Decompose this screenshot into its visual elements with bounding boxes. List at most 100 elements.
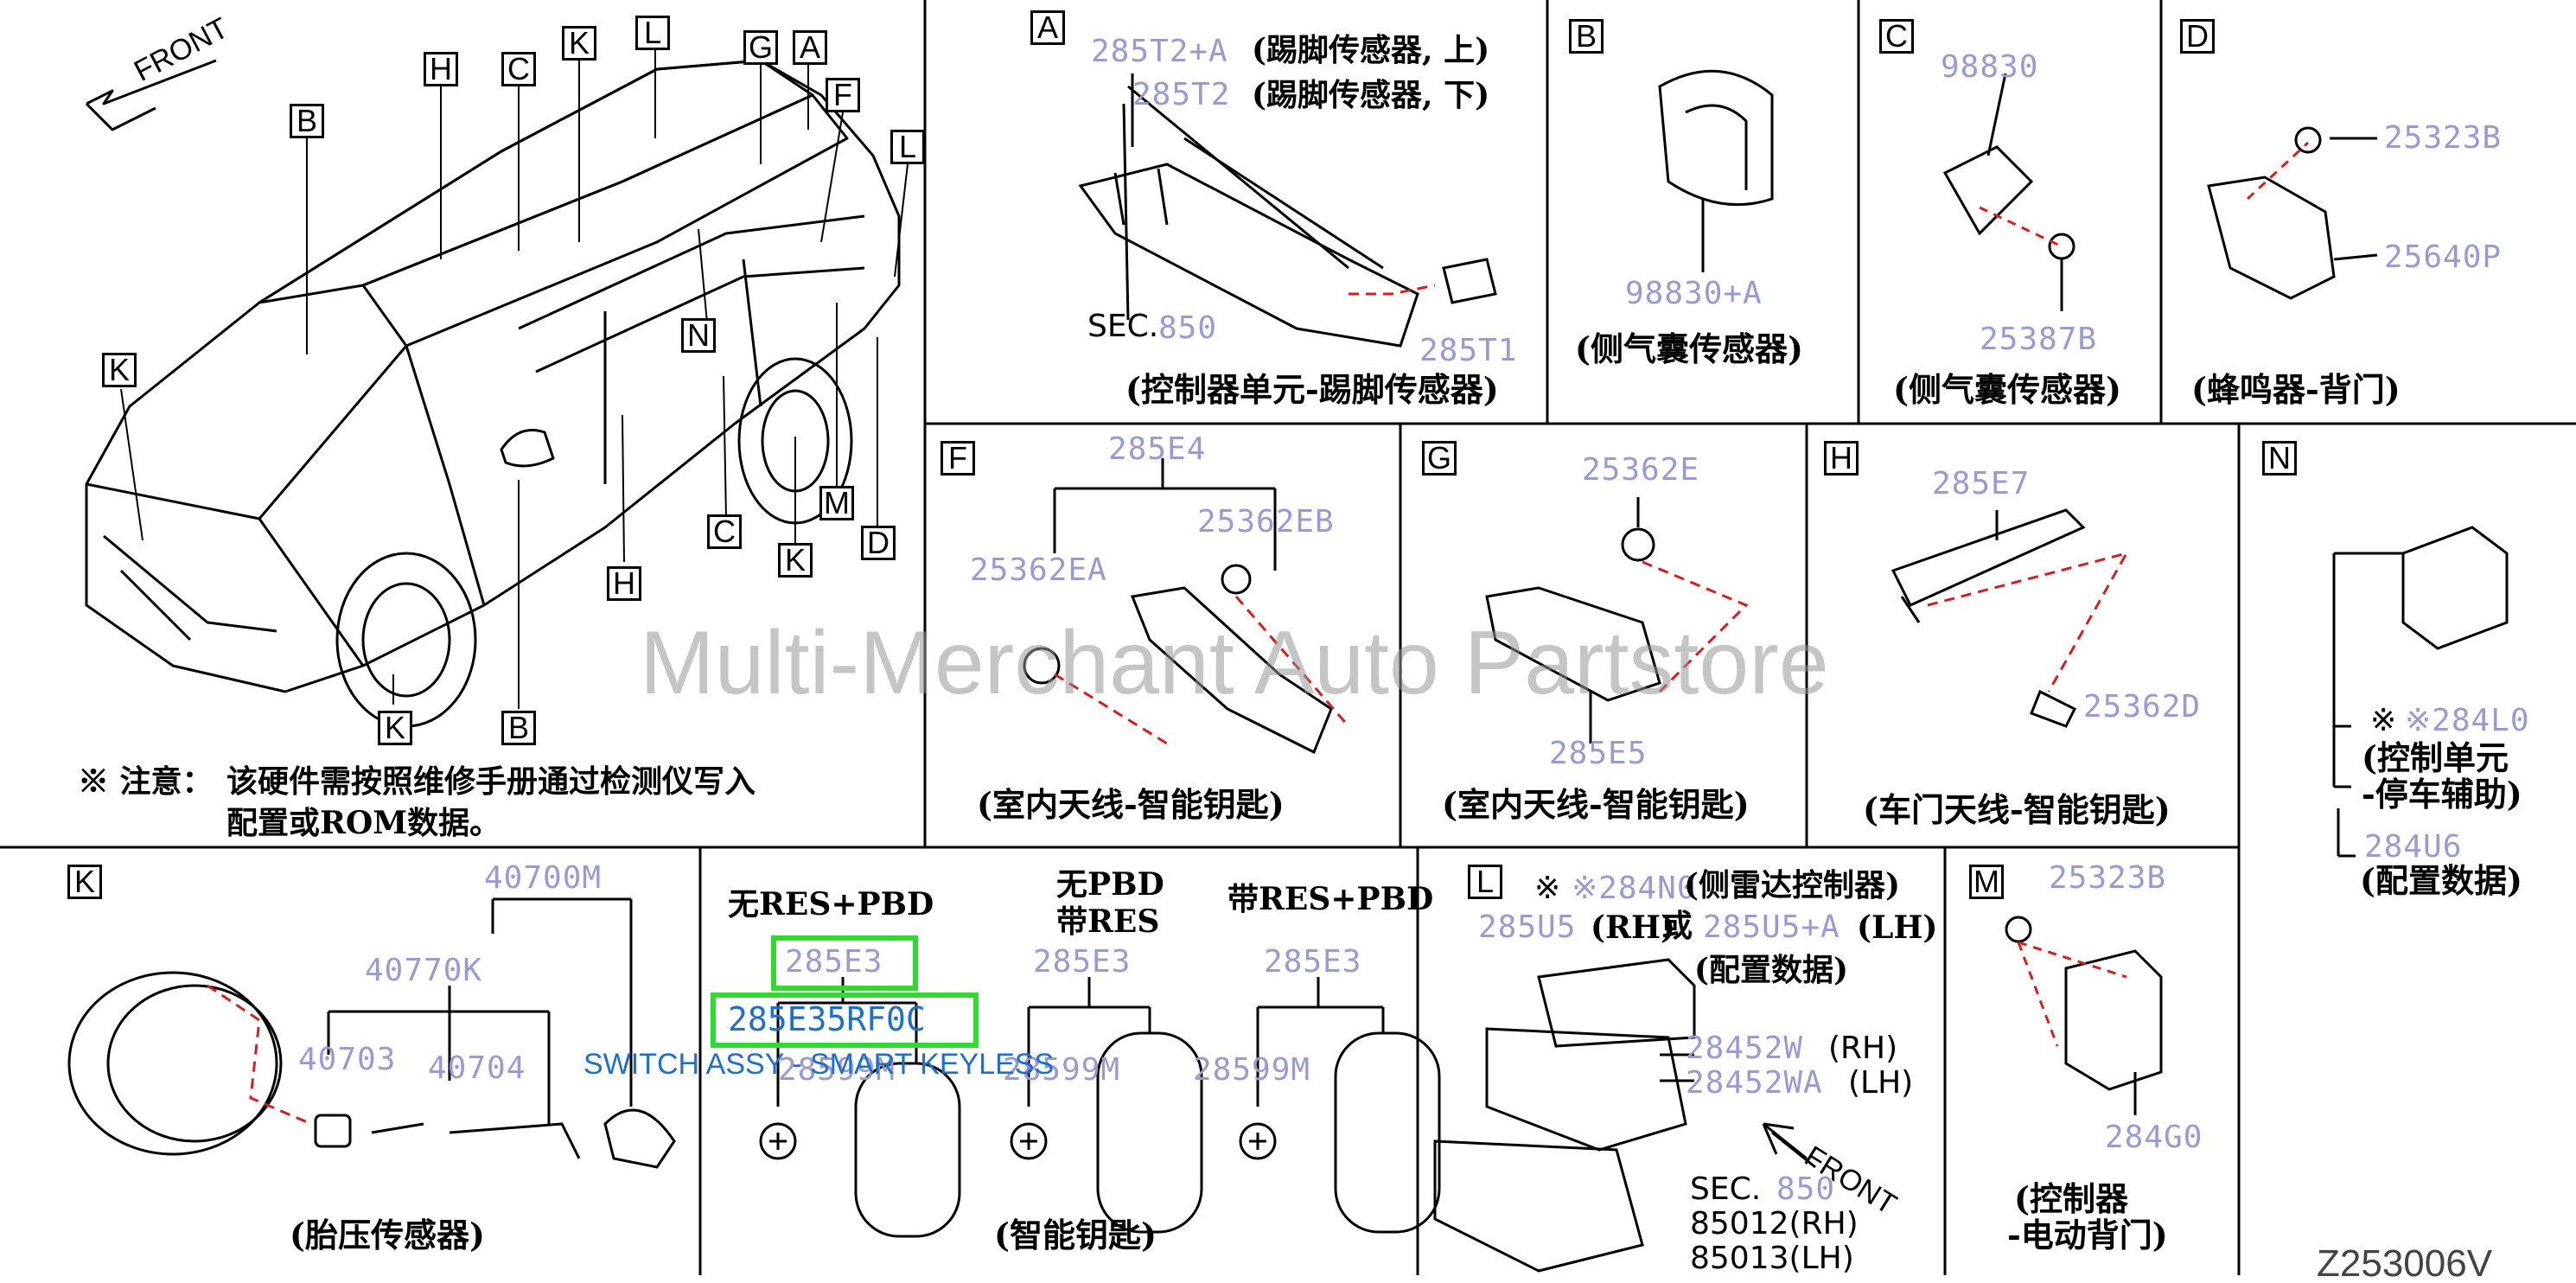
sec-85013-lh[interactable]: 85013(LH) bbox=[1690, 1241, 1854, 1276]
watermark: Multi-Merchant Auto Partstore bbox=[640, 613, 1829, 713]
panel-l-letter[interactable]: L bbox=[1468, 865, 1502, 899]
callout-c-2[interactable]: C bbox=[707, 514, 742, 549]
part-25362d[interactable]: 25362D bbox=[2083, 689, 2202, 724]
part-284l0[interactable]: ※284L0 bbox=[2405, 703, 2530, 738]
label-side-radar-ctrl: (侧雷达控制器) bbox=[1684, 867, 1901, 903]
highlight-part-number[interactable]: 285E35RF0C bbox=[728, 1000, 926, 1038]
panel-k-letter[interactable]: K bbox=[67, 865, 102, 899]
part-98830[interactable]: 98830 bbox=[1941, 49, 2039, 85]
part-25323b-d[interactable]: 25323B bbox=[2384, 120, 2503, 156]
part-28599m-key-1[interactable]: 28599M bbox=[778, 1052, 896, 1088]
callout-c[interactable]: C bbox=[501, 52, 536, 86]
part-285e7[interactable]: 285E7 bbox=[1932, 466, 2031, 501]
part-25640p[interactable]: 25640P bbox=[2384, 239, 2503, 275]
panel-c-art bbox=[1942, 73, 2075, 311]
panel-f-letter[interactable]: F bbox=[940, 441, 975, 476]
part-284g0[interactable]: 284G0 bbox=[2105, 1120, 2203, 1155]
callout-g[interactable]: G bbox=[743, 30, 778, 65]
panel-a-letter[interactable]: A bbox=[1030, 10, 1065, 45]
sec-label-l: SEC. bbox=[1690, 1171, 1762, 1207]
label-kick-sensor-upper: (踢脚传感器, 上) bbox=[1252, 32, 1490, 68]
label-rh-285u5: (RH) bbox=[1591, 910, 1675, 946]
callout-h[interactable]: H bbox=[424, 52, 458, 86]
part-284l0-mark: ※ bbox=[2370, 703, 2398, 738]
panel-m-art bbox=[2005, 916, 2163, 1115]
part-285u5a[interactable]: 285U5+A bbox=[1703, 910, 1840, 945]
callout-l-2[interactable]: L bbox=[890, 130, 925, 164]
label-parking-ctrl-2: -停车辅助) bbox=[2362, 775, 2522, 814]
part-284n0[interactable]: ※284N0 bbox=[1572, 871, 1697, 906]
caption-panel-m-2: -电动背门) bbox=[2007, 1216, 2168, 1254]
caption-panel-h: (车门天线-智能钥匙) bbox=[1863, 790, 2171, 829]
sec-850-a[interactable]: 850 bbox=[1158, 310, 1218, 346]
part-40770k[interactable]: 40770K bbox=[365, 953, 483, 988]
panel-f-art bbox=[1023, 458, 1350, 755]
callout-k-2[interactable]: K bbox=[102, 353, 137, 387]
part-28599m-key-2[interactable]: 28599M bbox=[1003, 1052, 1121, 1088]
label-rh-28452w: (RH) bbox=[1828, 1031, 1898, 1066]
sec-85012-rh[interactable]: 85012(RH) bbox=[1690, 1206, 1859, 1242]
callout-a[interactable]: A bbox=[793, 30, 827, 65]
key-variant-1: 无RES+PBD bbox=[728, 886, 934, 922]
panel-c-letter[interactable]: C bbox=[1879, 19, 1914, 54]
callout-d[interactable]: D bbox=[861, 526, 896, 560]
part-25362ea[interactable]: 25362EA bbox=[970, 552, 1107, 588]
panel-g-letter[interactable]: G bbox=[1422, 441, 1457, 476]
callout-k-4[interactable]: K bbox=[378, 711, 412, 745]
panel-m-letter[interactable]: M bbox=[1969, 865, 2004, 899]
label-lh-285u5a: (LH) bbox=[1857, 910, 1938, 946]
part-40703[interactable]: 40703 bbox=[298, 1042, 397, 1077]
callout-m[interactable]: M bbox=[819, 486, 854, 520]
leader-lines bbox=[120, 50, 909, 709]
part-285t1[interactable]: 285T1 bbox=[1419, 333, 1518, 368]
callout-n[interactable]: N bbox=[681, 318, 716, 353]
panel-d-letter[interactable]: D bbox=[2180, 19, 2215, 54]
part-284u6[interactable]: 284U6 bbox=[2364, 829, 2463, 865]
sec-850-l[interactable]: 850 bbox=[1776, 1171, 1836, 1207]
panel-a-art bbox=[1078, 73, 1497, 348]
part-25323b-m[interactable]: 25323B bbox=[2049, 860, 2167, 896]
part-285e3-key-3[interactable]: 285E3 bbox=[1264, 944, 1362, 980]
part-285e3-key-2[interactable]: 285E3 bbox=[1033, 944, 1132, 980]
panel-k-art bbox=[67, 897, 676, 1169]
panel-h-art bbox=[1891, 508, 2130, 728]
key-variant-3: 带RES+PBD bbox=[1227, 881, 1434, 917]
label-parking-ctrl-1: (控制单元 bbox=[2362, 738, 2509, 777]
panel-n-art bbox=[2332, 526, 2509, 858]
callout-b[interactable]: B bbox=[290, 104, 324, 138]
part-40704[interactable]: 40704 bbox=[428, 1050, 526, 1086]
part-28452wa[interactable]: 28452WA bbox=[1686, 1065, 1823, 1101]
part-285u5[interactable]: 285U5 bbox=[1478, 910, 1577, 945]
callout-k[interactable]: K bbox=[562, 26, 596, 61]
vehicle-illustration bbox=[85, 59, 901, 728]
callout-h-2[interactable]: H bbox=[607, 566, 641, 601]
panel-b-letter[interactable]: B bbox=[1569, 19, 1604, 54]
part-28452w[interactable]: 28452W bbox=[1686, 1031, 1804, 1066]
part-285e3-key-1[interactable]: 285E3 bbox=[785, 944, 883, 980]
part-40700m[interactable]: 40700M bbox=[484, 860, 603, 896]
part-285e5[interactable]: 285E5 bbox=[1549, 736, 1648, 771]
part-28599m-key-3[interactable]: 28599M bbox=[1193, 1052, 1311, 1088]
part-285t2[interactable]: 285T2 bbox=[1132, 77, 1231, 112]
caption-panel-b: (侧气囊传感器) bbox=[1575, 329, 1803, 368]
part-25362e[interactable]: 25362E bbox=[1582, 452, 1700, 488]
part-98830a[interactable]: 98830+A bbox=[1625, 276, 1763, 311]
diagram-id: Z253006V bbox=[2317, 1242, 2493, 1283]
note-mark: ※ 注意： bbox=[78, 763, 214, 800]
panel-h-letter[interactable]: H bbox=[1824, 441, 1859, 476]
part-284n0-mark: ※ bbox=[1534, 871, 1562, 906]
callout-l[interactable]: L bbox=[635, 16, 670, 50]
part-25387b[interactable]: 25387B bbox=[1980, 322, 2098, 357]
panel-n-letter[interactable]: N bbox=[2262, 441, 2297, 476]
panel-l-art bbox=[1433, 958, 1816, 1273]
callout-f[interactable]: F bbox=[826, 78, 860, 112]
callout-b-2[interactable]: B bbox=[501, 711, 536, 745]
callout-k-3[interactable]: K bbox=[778, 543, 813, 578]
caption-panel-d: (蜂鸣器-背门) bbox=[2191, 370, 2401, 409]
part-285e4[interactable]: 285E4 bbox=[1108, 431, 1207, 467]
part-25362eb[interactable]: 25362EB bbox=[1197, 504, 1335, 539]
note-line-2: 配置或ROM数据。 bbox=[226, 805, 501, 841]
part-285t2a[interactable]: 285T2+A bbox=[1091, 34, 1228, 69]
